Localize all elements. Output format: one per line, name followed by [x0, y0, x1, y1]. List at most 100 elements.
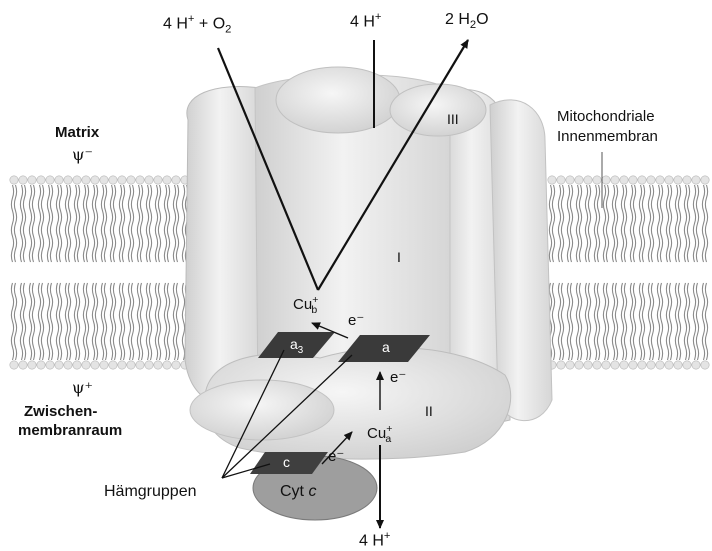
lipid-tail — [176, 283, 178, 360]
lipid-tail — [615, 283, 617, 360]
lipid-head — [100, 176, 108, 184]
reaction-water: 2 H2O — [445, 12, 489, 32]
lipid-head — [109, 176, 117, 184]
lipid-head — [557, 176, 565, 184]
lipid-head — [584, 176, 592, 184]
lipid-tail — [639, 283, 641, 360]
lipid-head — [629, 361, 637, 369]
membrane-right — [548, 176, 709, 369]
lipid-tail — [113, 185, 115, 262]
lipid-tail — [128, 185, 130, 262]
lipid-tail — [597, 185, 599, 262]
lipid-tail — [552, 283, 554, 360]
lipid-head — [620, 361, 628, 369]
lipid-tail — [68, 185, 70, 262]
lipid-tail — [23, 185, 25, 262]
lipid-head — [118, 361, 126, 369]
lipid-tail — [113, 283, 115, 360]
intermembrane-label-2: membranraum — [18, 423, 122, 439]
lipid-tail — [122, 185, 124, 262]
lipid-head — [620, 176, 628, 184]
lipid-tail — [74, 283, 76, 360]
lipid-tail — [56, 283, 58, 360]
lipid-head — [683, 361, 691, 369]
lipid-tail — [182, 283, 184, 360]
lipid-head — [665, 176, 673, 184]
lipid-tail — [621, 283, 623, 360]
electron-label-1: e⁻ — [348, 313, 364, 329]
lipid-tail — [678, 185, 680, 262]
lipid-tail — [549, 185, 551, 262]
lipid-tail — [164, 283, 166, 360]
lipid-head — [548, 176, 556, 184]
lipid-tail — [59, 185, 61, 262]
lipid-tail — [119, 185, 121, 262]
lipid-tail — [603, 283, 605, 360]
lipid-tail — [11, 283, 13, 360]
lipid-tail — [585, 185, 587, 262]
lipid-tail — [32, 185, 34, 262]
lipid-tail — [558, 185, 560, 262]
lipid-tail — [678, 283, 680, 360]
lipid-tail — [597, 283, 599, 360]
lipid-tail — [642, 283, 644, 360]
heme-a3-label: a3 — [290, 336, 303, 356]
lipid-tail — [119, 283, 121, 360]
lipid-tail — [693, 283, 695, 360]
lipid-head — [28, 176, 36, 184]
heme-a-label: a — [382, 339, 390, 355]
lipid-head — [638, 176, 646, 184]
lipid-head — [10, 361, 18, 369]
lipid-tail — [65, 185, 67, 262]
lipid-head — [136, 176, 144, 184]
lipid-tail — [92, 185, 94, 262]
lipid-tail — [702, 283, 704, 360]
lipid-tail — [131, 283, 133, 360]
intermembrane-potential: ψ⁺ — [72, 380, 93, 397]
top-lobe — [276, 67, 400, 133]
lower-left-lobe — [190, 380, 334, 440]
protein-complex — [185, 67, 552, 520]
lipid-tail — [603, 185, 605, 262]
lipid-tail — [149, 185, 151, 262]
lipid-tail — [77, 283, 79, 360]
lipid-tail — [155, 185, 157, 262]
lipid-tail — [705, 185, 707, 262]
lipid-head — [82, 361, 90, 369]
lipid-head — [37, 176, 45, 184]
lipid-tail — [660, 185, 662, 262]
lipid-tail — [651, 283, 653, 360]
lipid-head — [82, 176, 90, 184]
lipid-tail — [594, 283, 596, 360]
lipid-tail — [648, 185, 650, 262]
lipid-tail — [95, 283, 97, 360]
lipid-tail — [104, 283, 106, 360]
cu-a-label: Cu+a — [367, 424, 391, 445]
lipid-head — [163, 361, 171, 369]
lipid-tail — [594, 185, 596, 262]
lipid-head — [584, 361, 592, 369]
lipid-tail — [140, 283, 142, 360]
lipid-tail — [137, 283, 139, 360]
lipid-head — [683, 176, 691, 184]
lipid-tail — [41, 283, 43, 360]
lipid-tail — [41, 185, 43, 262]
lipid-head — [602, 361, 610, 369]
lipid-tail — [173, 283, 175, 360]
reaction-protons-bottom: 4 H+ — [359, 531, 390, 550]
lipid-tail — [56, 185, 58, 262]
lipid-head — [127, 176, 135, 184]
lipid-tail — [621, 185, 623, 262]
lipid-tail — [624, 283, 626, 360]
lipid-tail — [684, 185, 686, 262]
reaction-protons-o2: 4 H+ + O2 — [163, 14, 231, 36]
lipid-tail — [648, 283, 650, 360]
lipid-tail — [86, 283, 88, 360]
lipid-tail — [696, 185, 698, 262]
lipid-tail — [14, 283, 16, 360]
lipid-head — [73, 361, 81, 369]
lipid-tail — [579, 283, 581, 360]
lipid-tail — [47, 185, 49, 262]
lipid-head — [145, 361, 153, 369]
lipid-tail — [570, 185, 572, 262]
